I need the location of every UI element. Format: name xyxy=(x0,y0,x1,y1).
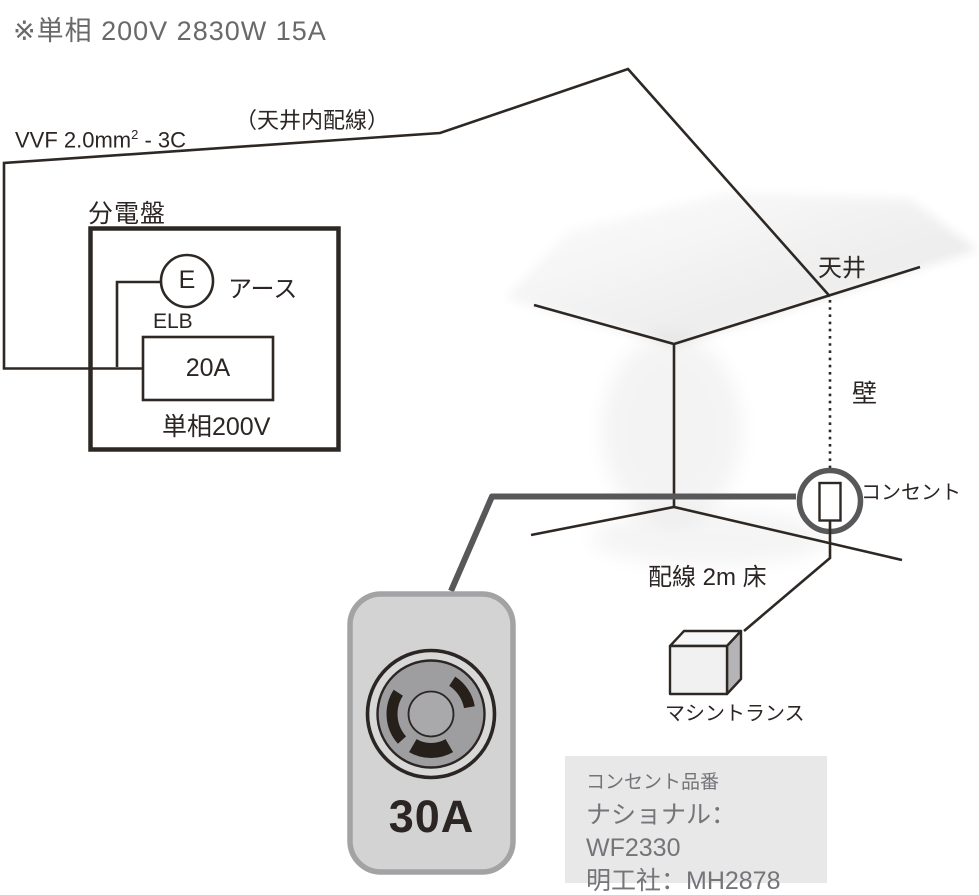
outlet-transformer-wire xyxy=(743,520,832,632)
earth-terminal-icon xyxy=(159,253,215,309)
breaker-type-label: ELB xyxy=(153,310,193,333)
wall-label: 壁 xyxy=(852,380,878,408)
earth-symbol-label: E xyxy=(178,266,196,294)
page-title: ※単相 200V 2830W 15A xyxy=(13,16,327,46)
receptacle-slot-top-right xyxy=(448,676,475,709)
room-outline xyxy=(530,265,921,562)
earth-label: アース xyxy=(228,276,298,303)
supply-wire xyxy=(2,67,831,370)
infobox-national-part: ナショナル：WF2330 xyxy=(586,801,737,862)
transformer-front-face xyxy=(668,644,729,696)
outlet-plate xyxy=(818,481,842,522)
breaker-box xyxy=(141,335,275,402)
receptacle-slot-bottom xyxy=(409,738,454,758)
ceiling-run-label: （天井内配線） xyxy=(235,108,390,133)
floor-edge xyxy=(530,505,903,562)
wall-corner-shade xyxy=(602,335,742,525)
earth-wire xyxy=(115,280,170,367)
infobox-heading: コンセント品番 xyxy=(586,772,720,793)
transformer-icon xyxy=(668,629,743,696)
infobox-meiko-part: 明工社：MH2878 xyxy=(586,867,781,895)
floor-shade xyxy=(590,510,830,566)
outlet-icon xyxy=(743,467,864,632)
panel-box xyxy=(88,226,341,452)
panel-voltage-label: 単相200V xyxy=(162,413,271,441)
plug-icon xyxy=(347,591,516,875)
transformer-label: マシントランス xyxy=(665,703,805,725)
panel-label: 分電盤 xyxy=(88,200,167,228)
floor-run-label: 配線 2m 床 xyxy=(648,564,767,591)
ceiling-shade xyxy=(506,192,978,346)
distribution-panel-symbol xyxy=(88,226,341,452)
outlet-part-number-box: コンセント品番 ナショナル：WF2330 明工社：MH2878 xyxy=(565,756,827,895)
power-cord xyxy=(448,493,796,593)
outlet-label: コンセント xyxy=(861,482,961,504)
ceiling-label: 天井 xyxy=(818,255,866,282)
plug-rating-label: 30A xyxy=(388,791,475,842)
cable-spec-label: VVF 2.0mm2 - 3C xyxy=(15,127,187,153)
cable-spec-exponent: 2 xyxy=(131,127,139,142)
breaker-rating-label: 20A xyxy=(185,354,231,382)
receptacle-slot-left xyxy=(386,689,407,744)
receptacle-center xyxy=(407,690,455,738)
